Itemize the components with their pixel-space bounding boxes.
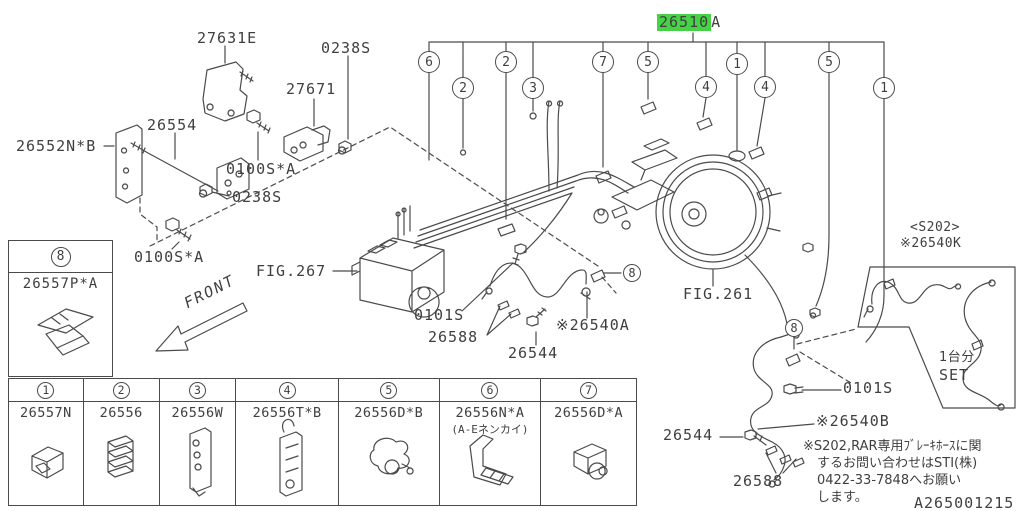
bracket-26552nb-drawing xyxy=(115,124,219,204)
part-label-26544-left: 26544 xyxy=(508,344,559,362)
legend-callout-5: 5 xyxy=(380,381,398,399)
legend-part-6: 26556N*A xyxy=(455,405,525,421)
dashed-lines xyxy=(139,126,857,384)
callout-6: 6 xyxy=(418,51,440,73)
sti-note-line-3: 0422-33-7848へお願い xyxy=(817,473,962,488)
figure-ref-267: FIG.267 xyxy=(256,262,327,280)
callout-5a: 5 xyxy=(637,51,659,73)
legend-col-1: 1 26557N xyxy=(9,379,84,505)
part-label-26588-left: 26588 xyxy=(428,328,479,346)
inset-clip-drawing xyxy=(37,308,94,356)
part-label-27671: 27671 xyxy=(286,80,337,98)
part-label-26552nb: 26552N*B xyxy=(16,137,97,155)
sti-note-line-1: ※S202,RAR専用ﾌﾞﾚｰｷﾎｰｽに関 xyxy=(803,439,982,454)
legend-callout-2: 2 xyxy=(112,381,130,399)
sti-note-line-4: します。 xyxy=(817,490,868,505)
s202-set-box-drawing xyxy=(857,266,1016,411)
part-label-0238s-top: 0238S xyxy=(321,39,372,57)
legend-col-5: 5 26556D*B xyxy=(338,379,440,505)
part-label-26540b: ※26540B xyxy=(816,412,890,430)
legend-col-3: 3 26556W xyxy=(159,379,237,505)
legend-part-4: 26556T*B xyxy=(252,405,322,421)
legend-callout-7: 7 xyxy=(580,381,598,399)
legend-col-4: 4 26556T*B xyxy=(236,379,339,505)
callout-2a: 2 xyxy=(452,77,474,99)
plate-26554-drawing xyxy=(165,157,250,242)
part-label-26540k: ※26540K xyxy=(900,236,962,251)
clip-legend-table: 1 26557N 2 26556 3 26556W 4 26556T*B 5 2… xyxy=(8,378,637,506)
callout-1a: 1 xyxy=(726,53,748,75)
figure-ref-261: FIG.261 xyxy=(683,285,754,303)
callout-8-inset: 8 xyxy=(50,246,71,267)
callout-2b: 2 xyxy=(495,51,517,73)
callout-4a: 4 xyxy=(695,76,717,98)
s202-header-label: <S202> xyxy=(910,220,960,235)
part-label-0100sa-1: 0100S*A xyxy=(226,160,297,178)
callout-8-mid: 8 xyxy=(623,264,641,282)
part-label-0101s-right: 0101S xyxy=(843,379,894,397)
sensor-27671-drawing xyxy=(283,125,352,162)
hose-26540a-drawing xyxy=(481,243,606,327)
bolt-0100sa-upper-drawing xyxy=(246,109,271,134)
legend-callout-1: 1 xyxy=(37,381,55,399)
legend-col-7: 7 26556D*A xyxy=(541,379,636,505)
part-label-26554: 26554 xyxy=(147,116,198,134)
callout-1b: 1 xyxy=(873,77,895,99)
legend-col-6: 6 26556N*A (A-Eネンカイ) xyxy=(439,379,542,505)
inset-header: 8 xyxy=(9,241,112,273)
selected-part-number[interactable]: 26510 xyxy=(657,13,712,31)
inset-legend-box: 8 26557P*A xyxy=(8,240,113,377)
legend-part-7: 26556D*A xyxy=(554,405,624,421)
part-label-26588-right: 26588 xyxy=(733,472,784,490)
front-arrow xyxy=(155,302,248,352)
legend-callout-6: 6 xyxy=(481,381,499,399)
callout-8-right: 8 xyxy=(785,319,803,337)
callout-5b: 5 xyxy=(818,51,840,73)
legend-part-2: 26556 xyxy=(99,405,143,421)
part-label-26544-right: 26544 xyxy=(663,426,714,444)
part-label-26540a: ※26540A xyxy=(556,316,630,334)
part-label-27631e: 27631E xyxy=(197,29,258,47)
legend-callout-3: 3 xyxy=(188,381,206,399)
legend-callout-4: 4 xyxy=(278,381,296,399)
callout-4b: 4 xyxy=(754,76,776,98)
callout-3: 3 xyxy=(522,77,544,99)
table-clip-glyphs xyxy=(31,418,608,497)
legend-part-6-note: (A-Eネンカイ) xyxy=(451,423,529,436)
legend-part-5: 26556D*B xyxy=(354,405,424,421)
set-qty-label: 1台分 xyxy=(939,350,975,365)
legend-col-2: 2 26556 xyxy=(83,379,160,505)
leader-lines xyxy=(103,45,842,474)
set-word-label: SET xyxy=(939,366,970,384)
sti-note-line-2: するお問い合わせはSTI(株) xyxy=(817,456,978,471)
abs-unit-drawing xyxy=(351,205,445,318)
legend-part-1: 26557N xyxy=(19,405,72,421)
callout-7: 7 xyxy=(592,51,614,73)
part-label-0101s-left: 0101S xyxy=(414,306,465,324)
document-number: A265001215 xyxy=(914,494,1015,511)
callout-lines xyxy=(428,32,885,343)
inset-part-number: 26557P*A xyxy=(22,276,99,292)
part-label-0100sa-2: 0100S*A xyxy=(134,248,205,266)
part-label-0238s-2: 0238S xyxy=(232,188,283,206)
booster-drawing xyxy=(593,138,814,331)
brake-pipes-drawing xyxy=(413,100,773,253)
bracket-27631e-drawing xyxy=(202,61,254,122)
selected-part-suffix: A xyxy=(711,13,722,31)
hose-26540b-drawing xyxy=(744,307,821,488)
legend-part-3: 26556W xyxy=(171,405,224,421)
